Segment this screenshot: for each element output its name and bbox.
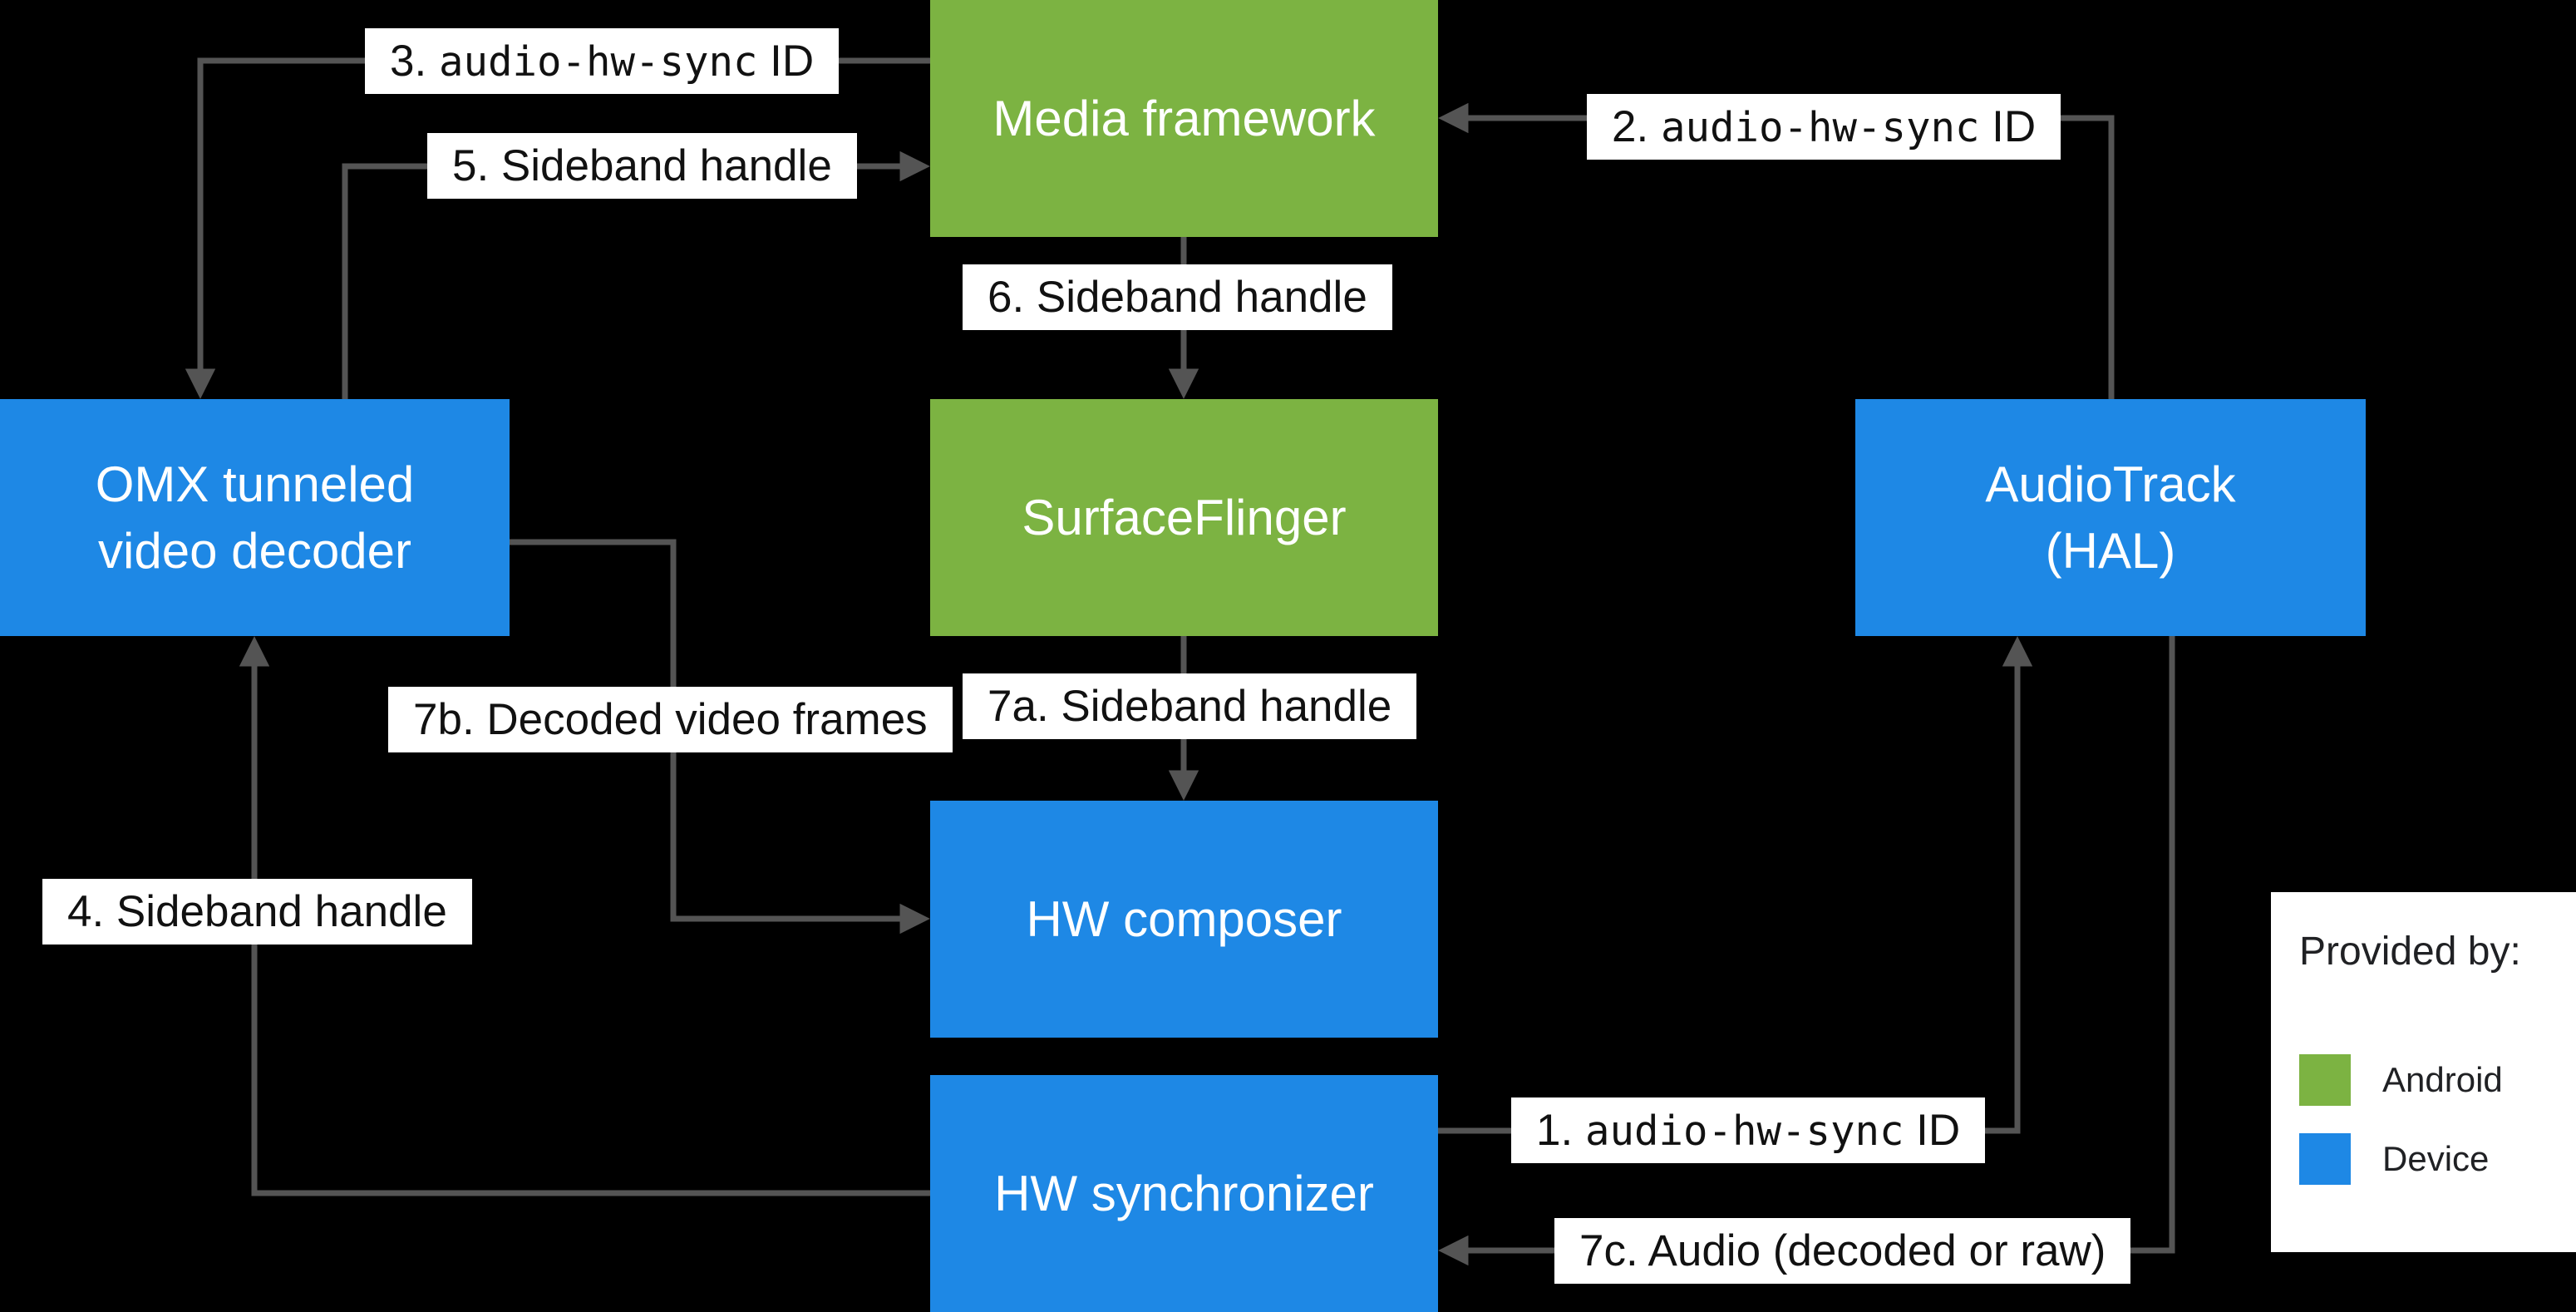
node-surfaceflinger-label: SurfaceFlinger	[1022, 489, 1347, 545]
arrow-step5-omx-decoder-to-media-framework	[342, 150, 930, 399]
node-audiotrack-hal-label: AudioTrack (HAL)	[1985, 456, 2236, 579]
label-step-7b-decoded-video-frames: 7b. Decoded video frames	[388, 687, 953, 752]
legend-item-android: Android	[2299, 1054, 2548, 1106]
node-surfaceflinger: SurfaceFlinger	[930, 399, 1438, 636]
node-omx-tunneled-video-decoder: OMX tunneled video decoder	[0, 399, 510, 636]
label-mono: audio-hw-sync	[1584, 1107, 1904, 1155]
arrow-step2-audiotrack-to-media-framework	[1438, 102, 2115, 399]
node-hw-synchronizer-label: HW synchronizer	[994, 1165, 1374, 1221]
label-prefix: 6. Sideband handle	[988, 273, 1367, 322]
label-suffix: ID	[1979, 102, 2037, 151]
label-step-3-audio-hw-sync-id: 3. audio-hw-sync ID	[365, 28, 840, 94]
label-suffix: ID	[757, 37, 815, 86]
label-prefix: 2.	[1612, 102, 1661, 151]
node-hw-composer: HW composer	[930, 801, 1438, 1038]
arrow-step4-hw-synchronizer-to-omx-decoder	[239, 636, 930, 1196]
label-step-7a-sideband-handle: 7a. Sideband handle	[963, 673, 1417, 739]
node-media-framework: Media framework	[930, 0, 1438, 237]
legend-device-label: Device	[2382, 1139, 2490, 1178]
node-omx-tunneled-video-decoder-label: OMX tunneled video decoder	[95, 456, 415, 579]
node-audiotrack-hal: AudioTrack (HAL)	[1855, 399, 2366, 636]
label-step-5-sideband-handle: 5. Sideband handle	[427, 133, 857, 199]
label-mono: audio-hw-sync	[438, 38, 758, 86]
label-prefix: 1.	[1536, 1106, 1585, 1155]
label-step-6-sideband-handle: 6. Sideband handle	[963, 264, 1392, 330]
legend: Provided by: Android Device	[2271, 892, 2576, 1252]
legend-item-device: Device	[2299, 1133, 2548, 1185]
node-hw-synchronizer: HW synchronizer	[930, 1075, 1438, 1312]
legend-title: Provided by:	[2299, 930, 2521, 974]
label-step-4-sideband-handle: 4. Sideband handle	[42, 879, 472, 945]
label-prefix: 4. Sideband handle	[67, 887, 447, 936]
label-prefix: 5. Sideband handle	[452, 141, 832, 190]
label-prefix: 7b. Decoded video frames	[413, 695, 928, 744]
android-color-swatch	[2299, 1054, 2351, 1106]
label-prefix: 3.	[390, 37, 439, 86]
node-media-framework-label: Media framework	[992, 90, 1376, 146]
label-step-7c-audio-decoded-or-raw: 7c. Audio (decoded or raw)	[1554, 1218, 2131, 1284]
legend-android-label: Android	[2382, 1060, 2503, 1099]
label-step-1-audio-hw-sync-id: 1. audio-hw-sync ID	[1511, 1097, 1986, 1163]
node-hw-composer-label: HW composer	[1026, 890, 1342, 947]
label-prefix: 7c. Audio (decoded or raw)	[1579, 1226, 2106, 1275]
device-color-swatch	[2299, 1133, 2351, 1185]
arrow-step1-hw-synchronizer-to-audiotrack	[1438, 636, 2033, 1134]
label-mono: audio-hw-sync	[1660, 104, 1980, 151]
label-prefix: 7a. Sideband handle	[988, 682, 1392, 731]
arrow-step3-media-framework-to-omx-decoder	[185, 57, 930, 399]
label-suffix: ID	[1904, 1106, 1961, 1155]
label-step-2-audio-hw-sync-id: 2. audio-hw-sync ID	[1587, 94, 2061, 160]
